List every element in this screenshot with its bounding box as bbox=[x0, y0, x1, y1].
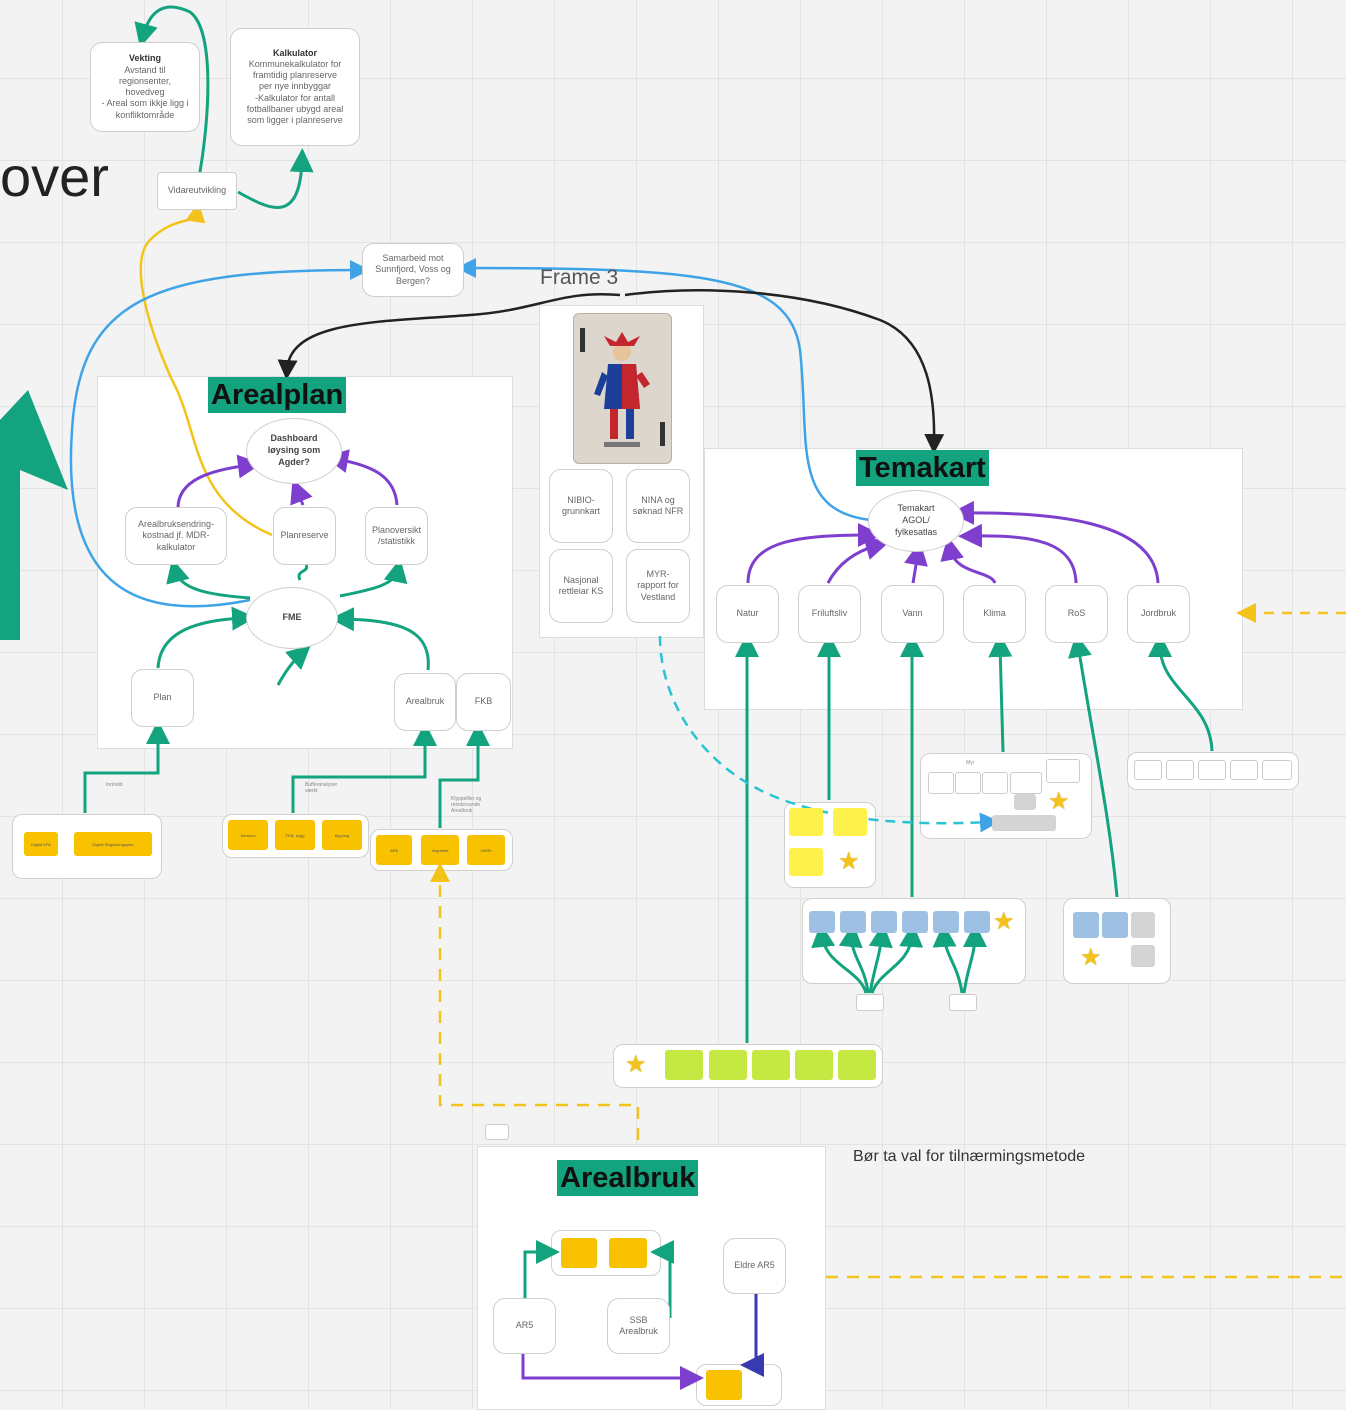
friluftsliv-card[interactable]: Friluftsliv bbox=[798, 585, 861, 643]
jordbruk-box-5[interactable] bbox=[1262, 760, 1292, 780]
ar5-sticky[interactable]: AR5 bbox=[376, 835, 412, 865]
fme-cloud[interactable]: FME bbox=[246, 587, 338, 649]
arealbruk-result-sticky[interactable] bbox=[706, 1370, 742, 1400]
vann-sticky-2[interactable] bbox=[840, 911, 866, 933]
nasjonal-rettleiar-card[interactable]: Nasjonal rettleiar KS bbox=[549, 549, 613, 623]
joker-card-image[interactable] bbox=[573, 313, 672, 464]
small-connector-box[interactable] bbox=[485, 1124, 509, 1140]
vann-star-icon: ★ bbox=[993, 908, 1015, 935]
vidareutvikling-card[interactable]: Vidareutvikling bbox=[157, 172, 237, 210]
natur-card[interactable]: Natur bbox=[716, 585, 779, 643]
arealbruk-title: Arealbruk bbox=[557, 1160, 699, 1196]
myr-gray-2[interactable] bbox=[992, 815, 1056, 831]
joker-illustration bbox=[580, 328, 665, 447]
nina-card[interactable]: NINA og søknad NFR bbox=[626, 469, 690, 543]
ssb-arealbruk-card[interactable]: SSB Arealbruk bbox=[607, 1298, 670, 1354]
jordbruk-box-1[interactable] bbox=[1134, 760, 1162, 780]
frame-3-label[interactable]: Frame 3 bbox=[540, 266, 619, 289]
myr-box-1[interactable] bbox=[928, 772, 954, 794]
samarbeid-card[interactable]: Samarbeid mot Sunnfjord, Voss og Bergen? bbox=[362, 243, 464, 297]
fkb-card[interactable]: FKB bbox=[456, 673, 511, 731]
fkb-bygg-sticky[interactable]: FKB- bygg bbox=[275, 820, 315, 850]
ros-card[interactable]: RoS bbox=[1045, 585, 1108, 643]
method-note: Bør ta val for tilnærmingsmetode bbox=[853, 1148, 1086, 1165]
kalkulator-body: Kommunekalkulator for framtidig planrese… bbox=[246, 58, 344, 126]
natur-sticky-2[interactable] bbox=[709, 1050, 747, 1080]
friluftsliv-sticky-2[interactable] bbox=[833, 808, 867, 836]
natur-sticky-5[interactable] bbox=[838, 1050, 876, 1080]
klima-card[interactable]: Klima bbox=[963, 585, 1026, 643]
friluftsliv-sticky-3[interactable] bbox=[789, 848, 823, 876]
myr-rapport-card[interactable]: MYR- rapport for Vestland bbox=[626, 549, 690, 623]
natur-sticky-4[interactable] bbox=[795, 1050, 833, 1080]
myr-box-5[interactable] bbox=[1046, 759, 1080, 783]
vekting-title: Vekting bbox=[128, 53, 161, 64]
temakart-title: Temakart bbox=[856, 450, 989, 486]
kalkulator-title: Kalkulator bbox=[272, 47, 317, 58]
buffer-label: Bufferanalyser værkt bbox=[305, 782, 338, 794]
vann-sticky-1[interactable] bbox=[809, 911, 835, 933]
arealbruksendring-card[interactable]: Arealbruksendring- kostnad jf. MDR- kalk… bbox=[125, 507, 227, 565]
vann-sticky-5[interactable] bbox=[933, 911, 959, 933]
eldre-ar5-card[interactable]: Eldre AR5 bbox=[723, 1238, 786, 1294]
ros-sticky-3[interactable] bbox=[1131, 912, 1155, 938]
digital-regplan-sticky[interactable]: Digital Reguleringsplan bbox=[74, 832, 152, 856]
dashboard-cloud[interactable]: Dashboard løysing som Agder? bbox=[246, 418, 342, 484]
natur-sticky-1[interactable] bbox=[665, 1050, 703, 1080]
natur-star-icon: ★ bbox=[625, 1051, 647, 1078]
digital-kpa-sticky[interactable]: Digital KPA bbox=[24, 832, 58, 856]
ros-sticky-4[interactable] bbox=[1131, 945, 1155, 967]
planreserve-card[interactable]: Planreserve bbox=[273, 507, 336, 565]
vekting-body: Avstand til regionsenter, hovedveg - Are… bbox=[101, 64, 189, 120]
ar5-card[interactable]: AR5 bbox=[493, 1298, 556, 1354]
kalkulator-card[interactable]: Kalkulator Kommunekalkulator for framtid… bbox=[230, 28, 360, 146]
myr-group-label: Myr bbox=[966, 760, 975, 766]
friluftsliv-sticky-1[interactable] bbox=[789, 808, 823, 836]
ros-sticky-1[interactable] bbox=[1073, 912, 1099, 938]
vegnettet-sticky[interactable]: Vegnettet bbox=[421, 835, 459, 865]
ros-star-icon: ★ bbox=[1080, 944, 1102, 971]
arealbruk-card[interactable]: Arealbruk bbox=[394, 673, 456, 731]
jordbruk-box-3[interactable] bbox=[1198, 760, 1226, 780]
myr-box-4[interactable] bbox=[1010, 772, 1042, 794]
arealbruk-sticky-2[interactable] bbox=[609, 1238, 647, 1268]
temakart-agol-cloud[interactable]: Temakart AGOL/ fylkesatlas bbox=[868, 490, 964, 552]
vann-sticky-3[interactable] bbox=[871, 911, 897, 933]
vann-sticky-4[interactable] bbox=[902, 911, 928, 933]
bygning-sticky[interactable]: Bygning bbox=[322, 820, 362, 850]
partial-heading: over bbox=[0, 145, 109, 208]
big-green-arrow bbox=[0, 390, 68, 640]
myr-star-icon: ★ bbox=[1048, 788, 1070, 815]
planoversikt-card[interactable]: Planoversikt /statistikk bbox=[365, 507, 428, 565]
friluftsliv-star-icon: ★ bbox=[838, 848, 860, 875]
jordbruk-box-2[interactable] bbox=[1166, 760, 1194, 780]
temakart-frame[interactable] bbox=[704, 448, 1243, 710]
plan-card[interactable]: Plan bbox=[131, 669, 194, 727]
vekting-card[interactable]: Vekting Avstand til regionsenter, hovedv… bbox=[90, 42, 200, 132]
innhold-label: Innhold bbox=[106, 782, 123, 788]
jordbruk-box-4[interactable] bbox=[1230, 760, 1258, 780]
nibio-card[interactable]: NIBIO- grunnkart bbox=[549, 469, 613, 543]
sentrum-sticky[interactable]: Sentrum bbox=[228, 820, 268, 850]
arealplan-title: Arealplan bbox=[208, 377, 347, 413]
vann-source-1[interactable] bbox=[856, 994, 884, 1011]
gnrb-sticky[interactable]: GNRb bbox=[467, 835, 505, 865]
vann-source-2[interactable] bbox=[949, 994, 977, 1011]
myr-box-2[interactable] bbox=[955, 772, 981, 794]
klyppefiler-label: Klyppefiler og reindervande Arealbruk bbox=[451, 796, 482, 814]
myr-gray-1[interactable] bbox=[1014, 794, 1036, 810]
vann-sticky-6[interactable] bbox=[964, 911, 990, 933]
arealbruk-sticky-1[interactable] bbox=[561, 1238, 597, 1268]
myr-box-3[interactable] bbox=[982, 772, 1008, 794]
natur-sticky-3[interactable] bbox=[752, 1050, 790, 1080]
jordbruk-card[interactable]: Jordbruk bbox=[1127, 585, 1190, 643]
vann-card[interactable]: Vann bbox=[881, 585, 944, 643]
ros-sticky-2[interactable] bbox=[1102, 912, 1128, 938]
